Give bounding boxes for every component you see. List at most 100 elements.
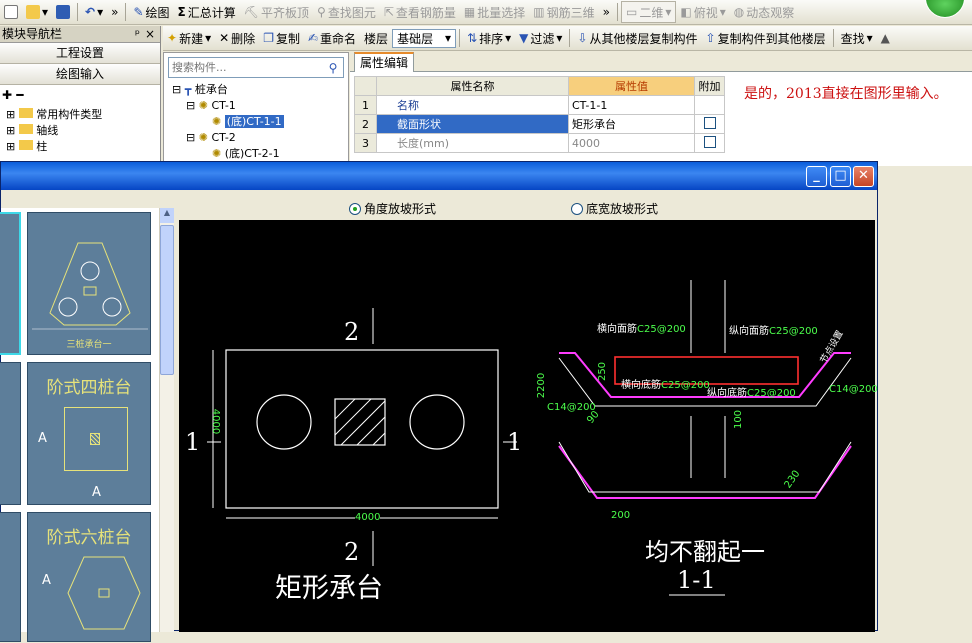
thumbnail-stepped-six-pile[interactable]: 阶式六桩台 A bbox=[27, 512, 151, 642]
minimize-button[interactable]: _ bbox=[806, 166, 827, 187]
prop-value[interactable]: CT-1-1 bbox=[568, 95, 695, 115]
floor-select[interactable]: 基础层▾ bbox=[392, 28, 457, 48]
copy-from-icon: ⇩ bbox=[577, 31, 588, 45]
collapse-all-icon[interactable]: ━ bbox=[16, 88, 24, 102]
prop-name: 截面形状 bbox=[376, 114, 569, 134]
shape-thumbnail-list: 三桩承台一 阶式四桩台 A A 阶式六桩台 A bbox=[0, 208, 174, 642]
tree-item-common[interactable]: ⊞ 常用构件类型 bbox=[6, 107, 160, 123]
batch-select-button[interactable]: ▦批量选择 bbox=[460, 1, 529, 23]
dim-a-vertical: A bbox=[42, 573, 51, 588]
undo-button[interactable]: ↶▾ bbox=[85, 5, 104, 19]
close-button[interactable]: ✕ bbox=[853, 166, 874, 187]
drawing-input-button[interactable]: 绘图输入 bbox=[0, 64, 160, 85]
close-icon[interactable]: × bbox=[144, 27, 155, 41]
find-element-button[interactable]: ⚲查找图元 bbox=[313, 1, 380, 23]
tree-item-axis[interactable]: ⊞ 轴线 bbox=[6, 123, 160, 139]
rebar-3d-button[interactable]: ▥钢筋三维 bbox=[529, 1, 598, 23]
new-file-button[interactable] bbox=[0, 1, 22, 23]
component-list-panel: ⚲ ⊟ ┳ 桩承台 ⊟ ✺ CT-1 ✺ (底)CT-1-1 ⊟ ✺ CT-2 … bbox=[163, 52, 349, 166]
table-row[interactable]: 2 截面形状 矩形承台 bbox=[354, 114, 725, 134]
thumbnail-stepped-four-pile[interactable]: 阶式四桩台 A A bbox=[27, 362, 151, 505]
user-avatar[interactable] bbox=[925, 0, 965, 18]
more-right-button[interactable]: » bbox=[602, 5, 610, 19]
copy-to-floor-button[interactable]: ⇧复制构件到其他楼层 bbox=[702, 27, 830, 49]
rename-button[interactable]: ✍重命名 bbox=[304, 27, 360, 49]
tree-item-ct1[interactable]: ⊟ ✺ CT-1 bbox=[172, 98, 348, 114]
side-mark-right: 1 bbox=[507, 428, 523, 456]
radio-width-slope[interactable]: 底宽放坡形式 bbox=[571, 200, 658, 217]
label-text: 纵向面筋 bbox=[729, 326, 769, 337]
view-mode-value: 二维 bbox=[639, 5, 664, 20]
draw-button[interactable]: ✎绘图 bbox=[129, 1, 173, 23]
open-button[interactable]: ▾ bbox=[22, 1, 52, 23]
copy-button[interactable]: ❐复制 bbox=[259, 27, 304, 49]
thumbnail-partial-3[interactable] bbox=[0, 512, 21, 642]
sort-button[interactable]: ⇅排序▾ bbox=[467, 31, 512, 46]
dynamic-view-label: 动态观察 bbox=[746, 5, 795, 20]
tree-item-column[interactable]: ⊞ 柱 bbox=[6, 139, 160, 155]
collapse-icon[interactable]: ⊟ bbox=[172, 83, 182, 96]
label-top-long: 纵向面筋C25@200 bbox=[729, 322, 818, 337]
view-rebar-button[interactable]: ⇱查看钢筋量 bbox=[380, 1, 460, 23]
scroll-thumb[interactable] bbox=[160, 225, 174, 375]
prop-value[interactable]: 矩形承台 bbox=[568, 114, 695, 134]
align-icon: ⛏ bbox=[243, 5, 259, 19]
radio-label: 底宽放坡形式 bbox=[586, 202, 659, 216]
new-component-button[interactable]: ✦新建▾ bbox=[167, 31, 212, 46]
dim-250: 250 bbox=[597, 361, 609, 382]
align-slab-top-button[interactable]: ⛏平齐板顶 bbox=[240, 1, 313, 23]
search-icon[interactable]: ⚲ bbox=[328, 60, 338, 75]
expand-icon[interactable]: ⊞ bbox=[6, 140, 16, 153]
header-extra: 附加 bbox=[694, 76, 725, 96]
view-mode-icon: ▭ bbox=[625, 5, 638, 19]
table-row[interactable]: 1 名称 CT-1-1 bbox=[354, 95, 725, 115]
expand-all-icon[interactable]: ✚ bbox=[2, 88, 13, 102]
scroll-up-button[interactable]: ▲ bbox=[160, 208, 174, 223]
table-row[interactable]: 3 长度(mm) 4000 bbox=[354, 133, 725, 153]
radio-angle-slope[interactable]: 角度放坡形式 bbox=[349, 200, 436, 217]
thumbnail-partial-2[interactable] bbox=[0, 362, 21, 505]
pin-icon[interactable]: ᵖ bbox=[134, 27, 140, 41]
tree-item-pile-cap[interactable]: ⊟ ┳ 桩承台 bbox=[172, 82, 348, 98]
delete-button[interactable]: ✕删除 bbox=[215, 27, 259, 49]
save-button[interactable] bbox=[52, 1, 74, 23]
expand-icon[interactable]: ⊞ bbox=[6, 108, 16, 121]
more-toolbar2-button[interactable]: ▲ bbox=[880, 31, 890, 45]
answer-note: 是的，2013直接在图形里输入。 bbox=[744, 86, 948, 102]
filter-button[interactable]: ▼过滤▾ bbox=[519, 31, 563, 46]
tree-label: 桩承台 bbox=[194, 83, 228, 96]
dynamic-view-button[interactable]: ◍动态观察 bbox=[730, 1, 799, 23]
thumbnail-scrollbar[interactable]: ▲ bbox=[159, 208, 174, 632]
extra-checkbox[interactable] bbox=[703, 116, 716, 129]
floor-value: 基础层 bbox=[397, 31, 434, 46]
tree-item-ct2[interactable]: ⊟ ✺ CT-2 bbox=[172, 130, 348, 146]
tree-item-ct1-1[interactable]: ✺ (底)CT-1-1 bbox=[172, 114, 348, 130]
maximize-button[interactable]: □ bbox=[830, 166, 851, 187]
tree-item-ct2-1[interactable]: ✺ (底)CT-2-1 bbox=[172, 146, 348, 162]
view-mode-select[interactable]: ▭二维▾ bbox=[620, 1, 677, 23]
more-left-button[interactable]: » bbox=[111, 5, 119, 19]
tab-properties[interactable]: 属性编辑 bbox=[354, 52, 415, 72]
expand-icon[interactable]: ⊞ bbox=[6, 124, 16, 137]
search-input[interactable] bbox=[169, 61, 319, 74]
dim-width: 4000 bbox=[355, 512, 381, 523]
filter-icon: ▼ bbox=[519, 31, 529, 45]
prop-name: 名称 bbox=[376, 95, 569, 115]
copy-from-floor-button[interactable]: ⇩从其他楼层复制构件 bbox=[573, 27, 701, 49]
prop-value[interactable]: 4000 bbox=[568, 133, 695, 153]
extra-checkbox[interactable] bbox=[703, 135, 716, 148]
thumbnail-partial-1[interactable] bbox=[0, 212, 21, 355]
copy-from-label: 从其他楼层复制构件 bbox=[589, 31, 698, 46]
separator bbox=[125, 3, 127, 21]
floor-label: 楼层 bbox=[364, 31, 389, 46]
find-button[interactable]: 查找▾ bbox=[840, 31, 873, 46]
top-view-button[interactable]: ◧俯视▾ bbox=[680, 5, 726, 20]
project-settings-button[interactable]: 工程设置 bbox=[0, 43, 160, 64]
align-slab-top-label: 平齐板顶 bbox=[261, 5, 310, 20]
collapse-icon[interactable]: ⊟ bbox=[186, 99, 196, 112]
collapse-icon[interactable]: ⊟ bbox=[186, 131, 196, 144]
thumbnail-three-pile-cap[interactable]: 三桩承台一 bbox=[27, 212, 151, 355]
cad-drawing-canvas[interactable]: 2 2 1 1 4000 4000 矩形承台 横向面筋C25@200 纵向面筋C… bbox=[179, 220, 878, 632]
